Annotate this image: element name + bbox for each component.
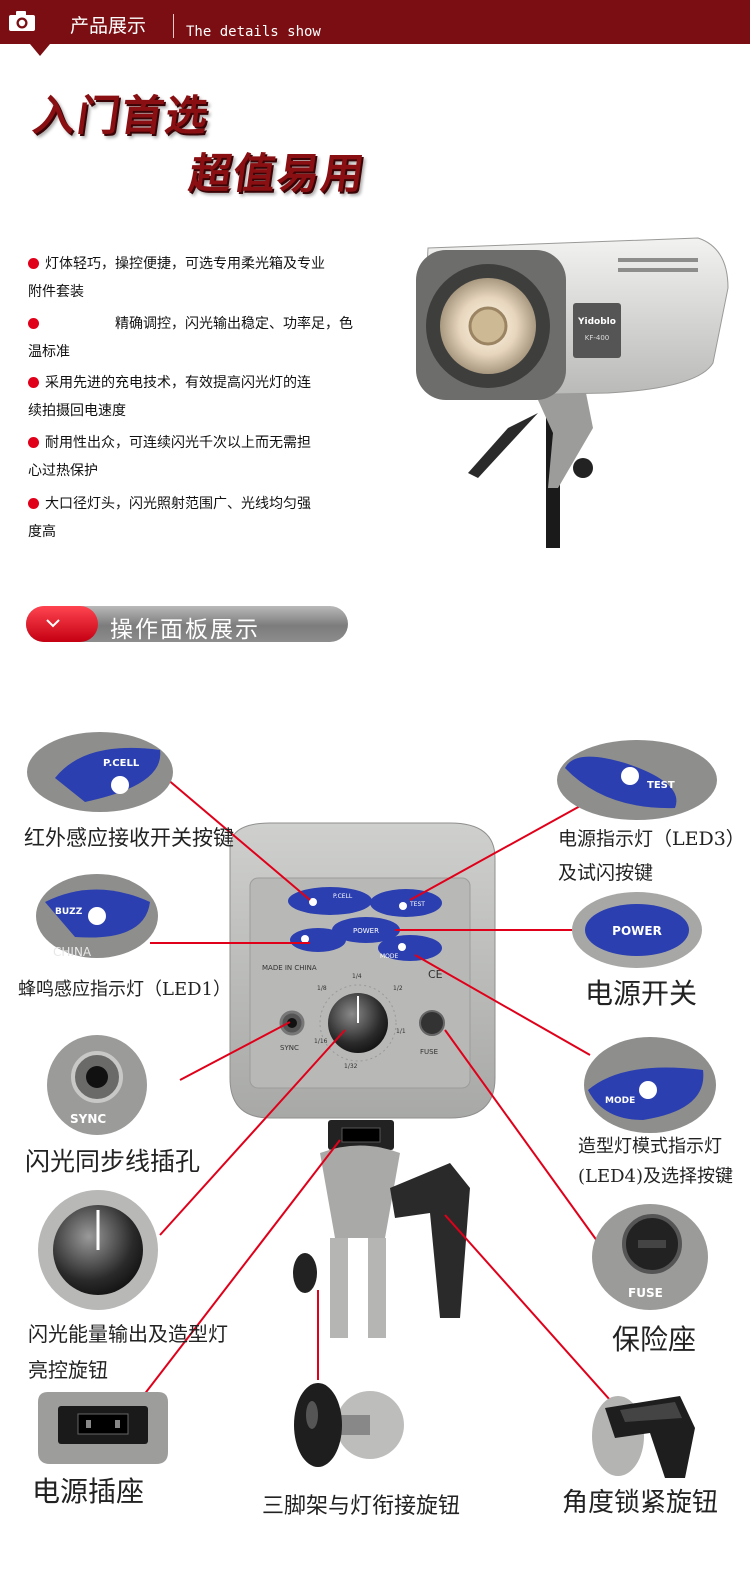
mode-closeup: MODE [584, 1037, 716, 1133]
header-notch [30, 44, 50, 56]
svg-text:MODE: MODE [605, 1096, 635, 1106]
header-title-cn: 产品展示 [70, 15, 147, 37]
control-panel-image: P.CELL TEST POWER MODE MADE IN CHINA CE … [229, 822, 496, 1338]
label-mode-line1: 造型灯模式指示灯 [578, 1136, 722, 1157]
fuse-closeup: FUSE [592, 1204, 708, 1310]
svg-text:POWER: POWER [612, 924, 662, 938]
chevron-down-icon [46, 619, 60, 628]
dial-closeup [38, 1190, 158, 1310]
bullet-icon [28, 258, 39, 269]
label-dial-line2: 亮控旋钮 [28, 1358, 108, 1382]
test-closeup: TEST [557, 740, 717, 820]
label-tripod: 三脚架与灯衔接旋钮 [262, 1494, 461, 1519]
dial-label: 1/2 [393, 985, 403, 992]
svg-text:P.CELL: P.CELL [103, 758, 140, 769]
bullet-icon [28, 318, 39, 329]
svg-text:SYNC: SYNC [70, 1112, 106, 1126]
pcell-text: P.CELL [333, 893, 353, 900]
model-text: KF-400 [585, 334, 610, 342]
label-angle: 角度锁紧旋钮 [562, 1488, 719, 1518]
dial-label: 1/1 [396, 1028, 406, 1035]
label-pcell: 红外感应接收开关按键 [24, 826, 234, 850]
bullet-icon [28, 377, 39, 388]
test-text: TEST [409, 901, 425, 908]
sync-text: SYNC [280, 1044, 299, 1052]
label-socket: 电源插座 [32, 1475, 145, 1508]
feature-item: 大口径灯头，闪光照射范围广、光线均匀强 度高 [28, 496, 311, 540]
made-in-text: MADE IN CHINA [262, 964, 317, 972]
studio-flash-image: Yidoblo KF-400 [416, 237, 729, 548]
bullet-icon [28, 437, 39, 448]
label-led3-line1: 电源指示灯（LED3） [558, 828, 745, 850]
feature-item: 灯体轻巧，操控便捷，可选专用柔光箱及专业 附件套装 [28, 256, 325, 300]
header-divider [173, 14, 174, 38]
dial-label: 1/16 [314, 1038, 328, 1045]
label-dial-line1: 闪光能量输出及造型灯 [28, 1322, 228, 1346]
pcell-closeup: P.CELL [27, 732, 173, 812]
mode-text: MODE [380, 953, 399, 960]
header-title-en: The details show [186, 24, 321, 40]
header-bar: 产品展示 The details show [0, 0, 750, 44]
bullet-icon [28, 498, 39, 509]
fuse-text: FUSE [420, 1048, 438, 1056]
feature-item: 精确调控，闪光输出稳定、功率足，色 温标准 [28, 316, 353, 360]
china-text: CHINA [53, 945, 92, 959]
label-mode-line2: (LED4)及选择按键 [578, 1166, 734, 1187]
ce-mark: CE [428, 968, 443, 981]
section-badge [26, 606, 98, 642]
section-title-bar: 操作面板展示 [26, 606, 348, 643]
dial-label: 1/4 [352, 973, 362, 980]
buzz-closeup: BUZZ CHINA [36, 874, 158, 959]
svg-text:FUSE: FUSE [628, 1286, 663, 1300]
label-buzz: 蜂鸣感应指示灯（LED1） [18, 979, 231, 1000]
brand-text: Yidoblo [577, 317, 616, 327]
power-text: POWER [353, 927, 379, 935]
feature-item: 耐用性出众，可连续闪光千次以上而无需担 心过热保护 [28, 435, 311, 479]
power-closeup: POWER [572, 892, 702, 968]
label-fuse: 保险座 [612, 1323, 697, 1356]
label-power: 电源开关 [585, 977, 698, 1010]
tripod-knob-closeup [294, 1383, 404, 1467]
label-sync: 闪光同步线插孔 [25, 1147, 201, 1176]
svg-text:BUZZ: BUZZ [55, 907, 83, 917]
angle-knob-closeup [592, 1396, 695, 1478]
section-title: 操作面板展示 [110, 617, 260, 643]
label-led3-line2: 及试闪按键 [558, 862, 654, 884]
socket-closeup [38, 1392, 168, 1464]
dial-label: 1/8 [317, 985, 327, 992]
dial-label: 1/32 [344, 1063, 358, 1070]
camera-icon [9, 11, 35, 31]
feature-item: 采用先进的充电技术，有效提高闪光灯的连 续拍摄回电速度 [28, 375, 311, 419]
sync-closeup: SYNC [47, 1035, 147, 1135]
svg-text:TEST: TEST [647, 780, 675, 791]
